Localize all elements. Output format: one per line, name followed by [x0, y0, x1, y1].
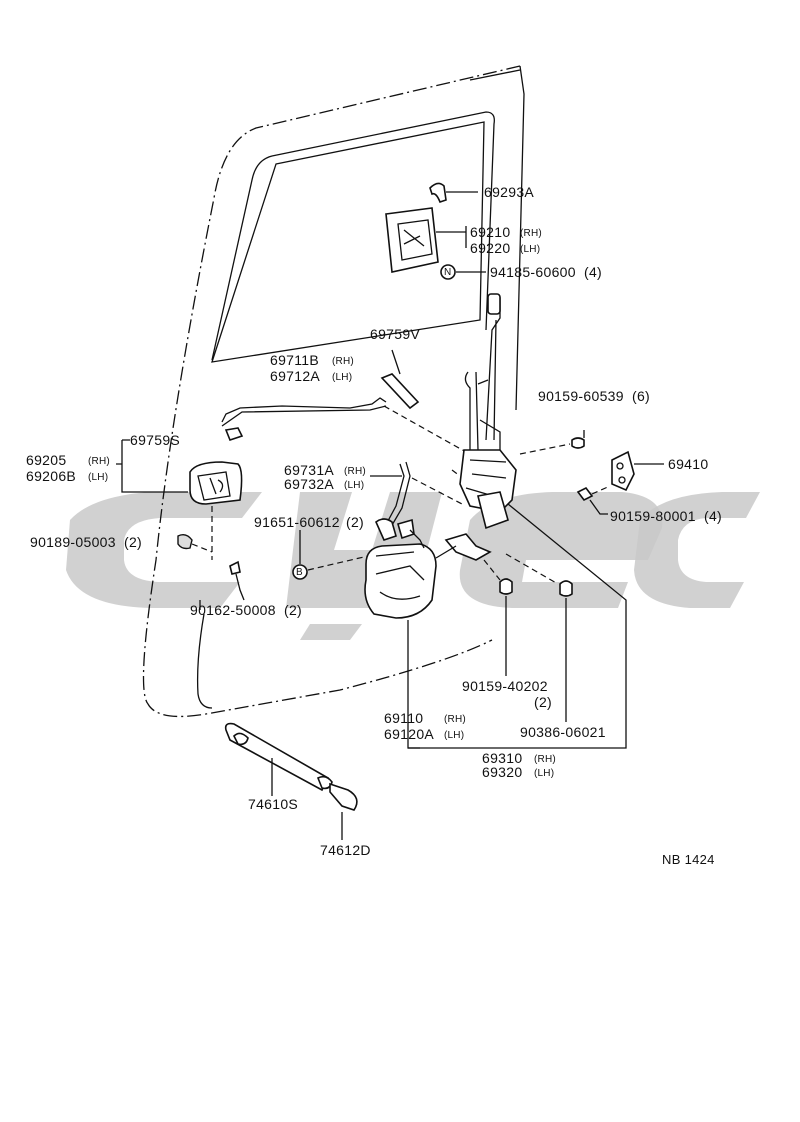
label-69712A-side: (LH): [332, 372, 353, 383]
screw-90159-60539: [571, 437, 585, 449]
label-90189-05003: 90189-05003: [30, 534, 116, 550]
label-69711B-side: (RH): [332, 356, 354, 367]
reference-number: NB 1424: [662, 852, 715, 867]
label-69731A: 69731A: [284, 462, 335, 478]
label-69205-side: (RH): [88, 456, 110, 467]
nut-symbol-icon: [440, 264, 456, 280]
label-90159-60539: 90159-60539: [538, 388, 624, 404]
door-window-frame: [211, 65, 525, 411]
lock-mechanism-69310: [444, 371, 517, 561]
label-69731A-side: (RH): [344, 466, 366, 477]
screw-90159-40202: [499, 578, 513, 595]
label-69732A: 69732A: [284, 476, 335, 492]
label-69210-side: (RH): [520, 228, 542, 239]
clip-69759S: [224, 427, 244, 441]
rod-knob: [487, 293, 501, 315]
label-69320: 69320: [482, 764, 523, 780]
door-inner-panel-line: [196, 613, 213, 709]
label-69120A: 69120A: [384, 726, 435, 742]
label-69410: 69410: [668, 456, 709, 472]
label-90189-qty: (2): [124, 534, 143, 550]
grommet-90189-05003: [177, 533, 193, 550]
nut-symbol-letter: N: [444, 267, 452, 278]
label-90159-80001-qty: (4): [704, 508, 723, 524]
label-69711B: 69711B: [270, 352, 320, 368]
label-69712A: 69712A: [270, 368, 321, 384]
cushion-69759V: [380, 373, 420, 410]
label-69210: 69210: [470, 224, 511, 240]
rod-69731A: [381, 461, 411, 533]
clip-69293A: [429, 182, 447, 203]
label-90162-50008: 90162-50008: [190, 602, 276, 618]
cushion-90386-06021: [559, 580, 573, 597]
label-69310-side: (RH): [534, 754, 556, 765]
label-69293A: 69293A: [484, 184, 535, 200]
label-69205: 69205: [26, 452, 67, 468]
inside-handle-bracket-69210: [385, 207, 439, 273]
inside-handle-69205: [189, 461, 243, 505]
label-69206B-side: (LH): [88, 472, 109, 483]
label-69220-side: (LH): [520, 244, 541, 255]
screw-90162-50008: [229, 560, 241, 575]
label-90386-06021: 90386-06021: [520, 724, 606, 740]
door-lock-assembly-69110: [364, 518, 457, 619]
outside-handle-74610S: [224, 722, 358, 811]
label-69110: 69110: [384, 710, 424, 726]
label-69120A-side: (LH): [444, 730, 465, 741]
label-69759S: 69759S: [130, 432, 181, 448]
label-69320-side: (LH): [534, 768, 555, 779]
label-90159-40202: 90159-40202: [462, 678, 548, 694]
label-69206B: 69206B: [26, 468, 77, 484]
label-69759V: 69759V: [370, 326, 421, 342]
screw-90159-80001: [576, 486, 594, 502]
label-90162-qty: (2): [284, 602, 303, 618]
label-90159-60539-qty: (6): [632, 388, 651, 404]
label-74610S: 74610S: [248, 796, 299, 812]
rod-69711B: [221, 397, 387, 427]
label-94185-qty: (4): [584, 264, 603, 280]
window-glass: [211, 121, 485, 363]
bolt-symbol-icon: [292, 564, 308, 580]
label-69732A-side: (LH): [344, 480, 365, 491]
lock-rod: [485, 293, 501, 441]
label-69220: 69220: [470, 240, 511, 256]
label-91651-qty: (2): [346, 514, 365, 530]
label-74612D: 74612D: [320, 842, 371, 858]
label-90159-80001: 90159-80001: [610, 508, 696, 524]
striker-69410: [611, 450, 635, 492]
door-outline: [142, 65, 521, 718]
label-94185-60600: 94185-60600: [490, 264, 576, 280]
label-69310: 69310: [482, 750, 523, 766]
label-90159-40202-qty: (2): [534, 694, 553, 710]
label-91651-60612: 91651-60612: [254, 514, 340, 530]
label-69110-side: (RH): [444, 714, 466, 725]
bolt-symbol-letter: B: [296, 567, 303, 578]
